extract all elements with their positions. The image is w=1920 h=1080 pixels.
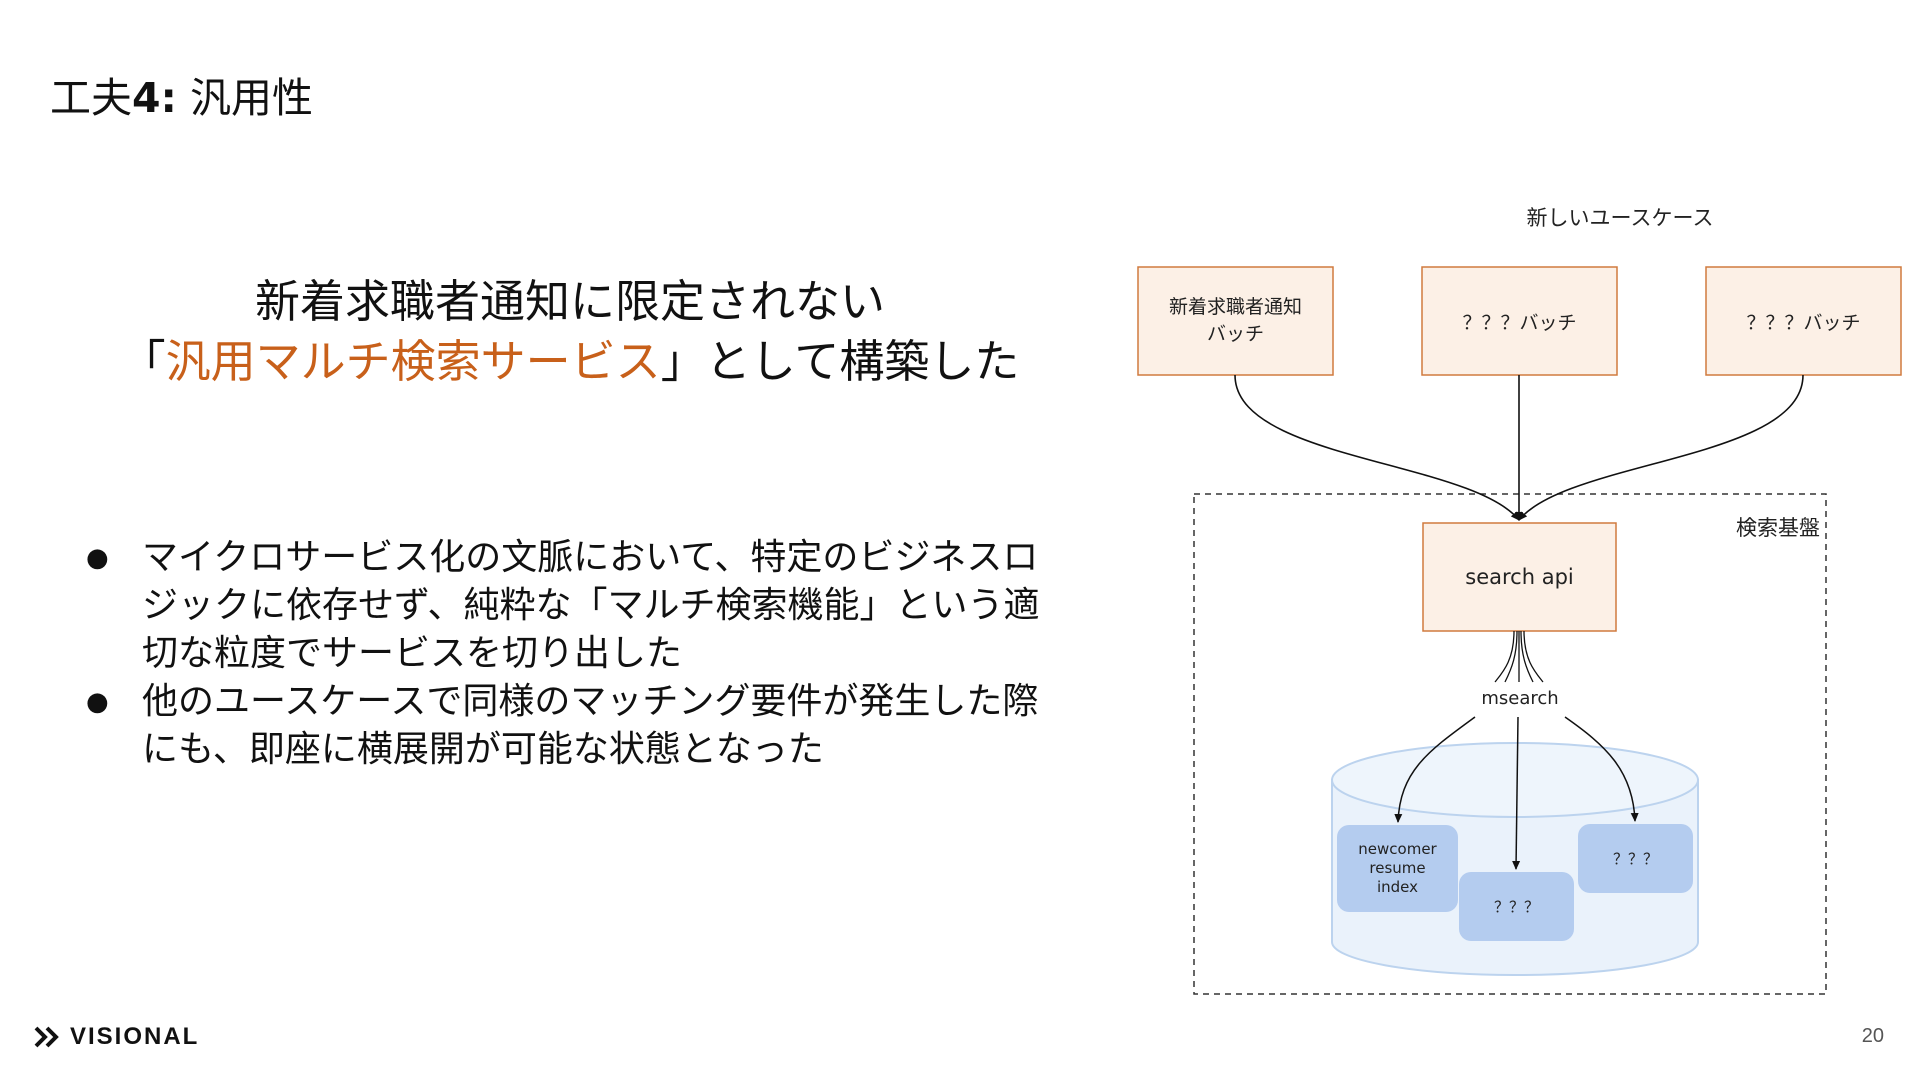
slide-title: 工夫4: 汎用性 — [50, 72, 313, 124]
bullet-item: ● 他のユースケースで同様のマッチング要件が発生した際にも、即座に横展開が可能な… — [80, 678, 1070, 774]
batch-box-unknown-1 — [1421, 266, 1618, 376]
bullet-text: 他のユースケースで同様のマッチング要件が発生した際にも、即座に横展開が可能な状態… — [142, 681, 1039, 770]
index-box-newcomer — [1337, 825, 1458, 912]
connector-batch-newcomer-to-api — [1234, 374, 1520, 521]
connector-msearch-to-unknown-index-1 — [1512, 716, 1521, 870]
msearch-label: msearch — [1440, 683, 1600, 713]
headline: 新着求職者通知に限定されない 「汎用マルチ検索サービス」として構築した — [110, 272, 1030, 392]
slide-title-number: 4: — [132, 74, 177, 122]
cylinder-top — [1331, 742, 1699, 818]
bullet-dot-icon: ● — [86, 687, 109, 717]
bullet-list: ● マイクロサービス化の文脈において、特定のビジネスロジックに依存せず、純粋な「… — [80, 534, 1070, 774]
company-logo: VISIONAL — [34, 1022, 199, 1052]
search-platform-label: 検索基盤 — [1736, 516, 1820, 540]
headline-rest-text: 」として構築した — [660, 335, 1020, 388]
search-api-label: search api — [1465, 565, 1574, 589]
logo-wordmark: VISIONAL — [70, 1023, 200, 1050]
double-chevron-icon — [34, 1026, 59, 1048]
index-unknown-1-label: ？？？ — [1493, 898, 1539, 916]
batch-label-line-2: バッチ — [1206, 323, 1264, 345]
page-number: 20 — [1861, 1025, 1884, 1047]
connector-msearch-to-unknown-index-2 — [1564, 716, 1639, 822]
headline-open-bracket: 「 — [120, 335, 166, 388]
batch-box-newcomer-label: 新着求職者通知 バッチ — [1138, 267, 1333, 375]
index-box-unknown-1 — [1459, 872, 1574, 941]
headline-accent-text: 汎用マルチ検索サービス — [165, 335, 661, 388]
slide-title-prefix: 工夫 — [50, 74, 132, 122]
bullet-dot-icon: ● — [86, 543, 109, 573]
batch-label-line-1: 新着求職者通知 — [1168, 296, 1302, 318]
connector-msearch-to-newcomer-index — [1394, 716, 1476, 823]
index-unknown-2-label: ？？？ — [1612, 850, 1658, 868]
bullet-text: マイクロサービス化の文脈において、特定のビジネスロジックに依存せず、純粋な「マル… — [142, 537, 1040, 674]
batch-box-newcomer — [1137, 266, 1334, 376]
headline-line-2: 「汎用マルチ検索サービス」として構築した — [110, 332, 1030, 392]
batch-box-unknown-2 — [1705, 266, 1902, 376]
use-cases-label: 新しいユースケース — [1526, 206, 1714, 230]
index-newcomer-label: newcomer resume index — [1358, 840, 1437, 896]
batch-box-unknown-1-label: ？？？バッチ — [1462, 311, 1577, 334]
connector-msearch-fan — [1494, 630, 1544, 683]
search-api-box — [1422, 522, 1617, 632]
headline-line-1: 新着求職者通知に限定されない — [254, 275, 885, 328]
search-platform-frame — [1193, 493, 1827, 995]
slide-title-suffix: 汎用性 — [176, 74, 313, 122]
connector-batch-unknown-2-to-api — [1518, 374, 1804, 521]
index-box-unknown-2 — [1578, 824, 1693, 893]
bullet-item: ● マイクロサービス化の文脈において、特定のビジネスロジックに依存せず、純粋な「… — [80, 534, 1070, 678]
batch-box-unknown-2-label: ？？？バッチ — [1746, 311, 1861, 334]
